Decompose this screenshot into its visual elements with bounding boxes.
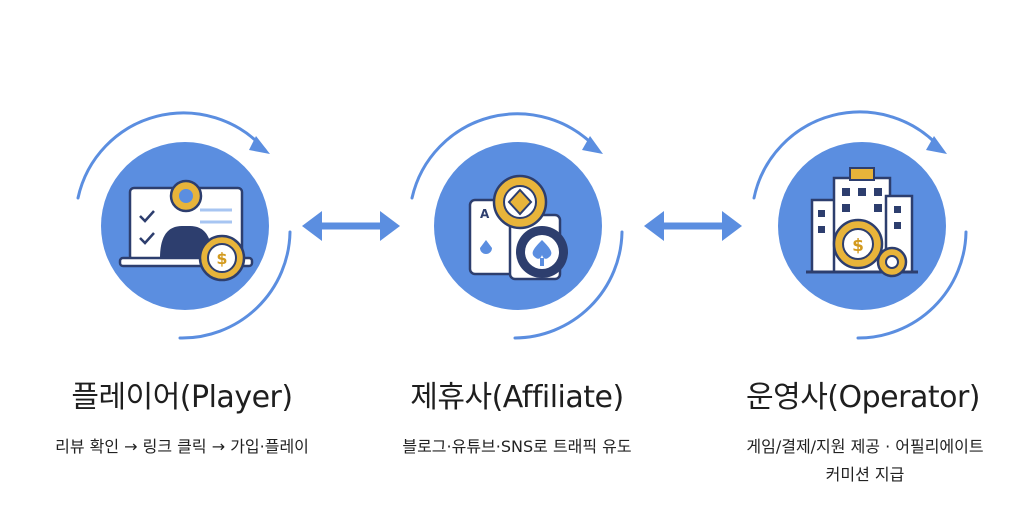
player-laptop-coin-icon: $: [118, 179, 254, 282]
affiliate-node: A: [410, 112, 624, 340]
operator-node: $: [752, 110, 968, 340]
double-arrow-icon: [302, 211, 400, 241]
svg-text:$: $: [852, 236, 864, 256]
affiliate-title: 제휴사(Affiliate): [410, 380, 624, 415]
player-description: 리뷰 확인 → 링크 클릭 → 가입·플레이: [55, 437, 309, 456]
svg-text:$: $: [216, 249, 227, 268]
cycle-arc-top: [752, 110, 944, 200]
player-title: 플레이어(Player): [71, 380, 293, 415]
cycle-arrowhead: [926, 136, 947, 154]
operator-description: 게임/결제/지원 제공 · 어필리에이트 커미션 지급: [700, 433, 1024, 489]
operator-title: 운영사(Operator): [746, 380, 981, 415]
svg-text:A: A: [480, 207, 490, 221]
cycle-arc-top: [76, 111, 267, 200]
affiliate-description: 블로그·유튜브·SNS로 트래픽 유도: [402, 437, 632, 456]
cycle-arc-top: [410, 112, 600, 200]
double-arrow-icon: [644, 211, 742, 241]
cycle-arc-bottom: [856, 230, 968, 340]
cycle-arrowhead: [582, 136, 603, 154]
operator-description-line1: 게임/결제/지원 제공 · 어필리에이트: [746, 437, 984, 456]
cycle-arc-bottom: [513, 230, 624, 340]
cycle-arrowhead: [249, 136, 270, 154]
operator-description-line2: 커미션 지급: [825, 465, 905, 484]
affiliate-cards-chips-icon: A: [468, 174, 568, 281]
cycle-arc-bottom: [178, 230, 292, 340]
player-node: $: [76, 111, 292, 340]
operator-building-coin-icon: $: [806, 167, 918, 278]
